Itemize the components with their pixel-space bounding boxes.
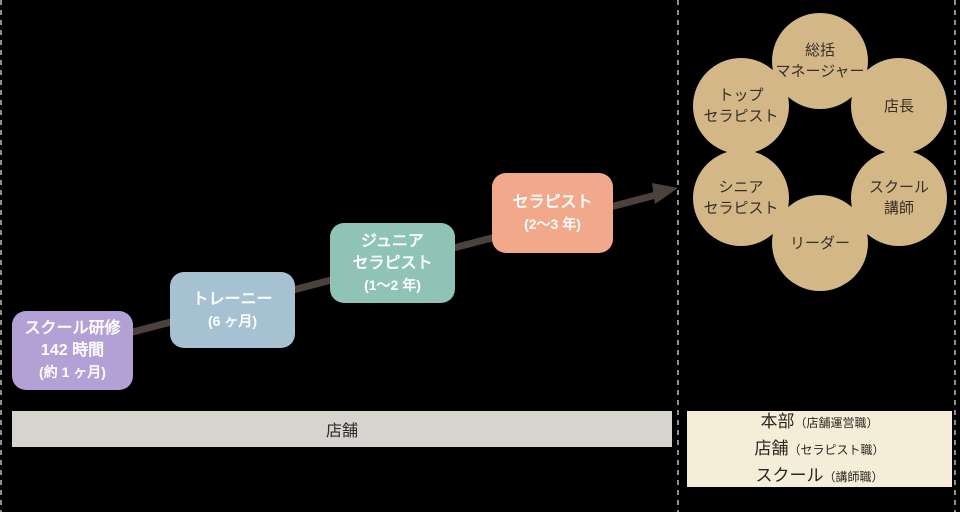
hq-track-sub: （店舗運営職） — [794, 415, 879, 430]
role-label: 店長 — [883, 97, 914, 115]
hq-track-line: スクール（講師職） — [755, 463, 883, 490]
role-label: 総括 — [804, 42, 835, 59]
step-line: (約 1 ヶ月) — [39, 364, 106, 380]
step-line: セラピスト — [512, 193, 593, 211]
role-label: 講師 — [883, 200, 914, 217]
step-box-school-training: スクール研修 142 時間 (約 1 ヶ月) — [12, 311, 133, 390]
step-line: (6 ヶ月) — [208, 312, 257, 329]
role-label: シニア — [718, 179, 764, 196]
role-label: セラピスト — [703, 108, 779, 125]
role-circle-leader: リーダー — [772, 195, 868, 291]
hq-track-line: 店舗（セラピスト職） — [754, 436, 884, 463]
role-label: リーダー — [789, 234, 850, 252]
left-dashed-border — [0, 0, 2, 512]
store-section-bar: 店舗 — [12, 411, 672, 447]
hq-track-main: 店舗 — [754, 438, 789, 458]
step-line: セラピスト — [352, 254, 433, 272]
role-circle-store-manager: 店長 — [851, 58, 947, 154]
hq-section-box: 本部（店舗運営職） 店舗（セラピスト職） スクール（講師職） — [687, 411, 952, 487]
hq-track-sub: （講師職） — [823, 469, 884, 484]
right-dashed-border — [954, 0, 956, 512]
role-label: トップ — [718, 87, 764, 104]
role-label: マネージャー — [775, 63, 865, 80]
role-circle-senior-therapist: シニア セラピスト — [693, 150, 789, 246]
role-circle-top-therapist: トップ セラピスト — [693, 58, 789, 154]
step-box-trainee: トレーニー (6 ヶ月) — [170, 272, 295, 348]
hq-track-sub: （セラピスト職） — [788, 442, 885, 457]
hq-track-main: 本部 — [760, 411, 795, 431]
hq-track-line: 本部（店舗運営職） — [760, 409, 878, 436]
step-line: ジュニア — [361, 232, 424, 250]
arrowhead-icon — [652, 183, 678, 204]
step-line: スクール研修 — [24, 320, 121, 337]
section-divider-dashed-line — [677, 0, 679, 512]
role-label: スクール — [868, 179, 929, 196]
step-box-junior-therapist: ジュニア セラピスト (1〜2 年) — [330, 223, 455, 303]
store-section-label: 店舗 — [325, 423, 358, 440]
role-label: セラピスト — [703, 200, 779, 217]
step-line: トレーニー — [192, 290, 273, 308]
step-line: (2〜3 年) — [524, 215, 581, 232]
step-line: 142 時間 — [40, 342, 105, 359]
step-line: (1〜2 年) — [364, 276, 421, 293]
hq-track-main: スクール — [755, 465, 824, 485]
role-circle-school-instructor: スクール 講師 — [851, 150, 947, 246]
step-box-therapist: セラピスト (2〜3 年) — [492, 173, 613, 253]
